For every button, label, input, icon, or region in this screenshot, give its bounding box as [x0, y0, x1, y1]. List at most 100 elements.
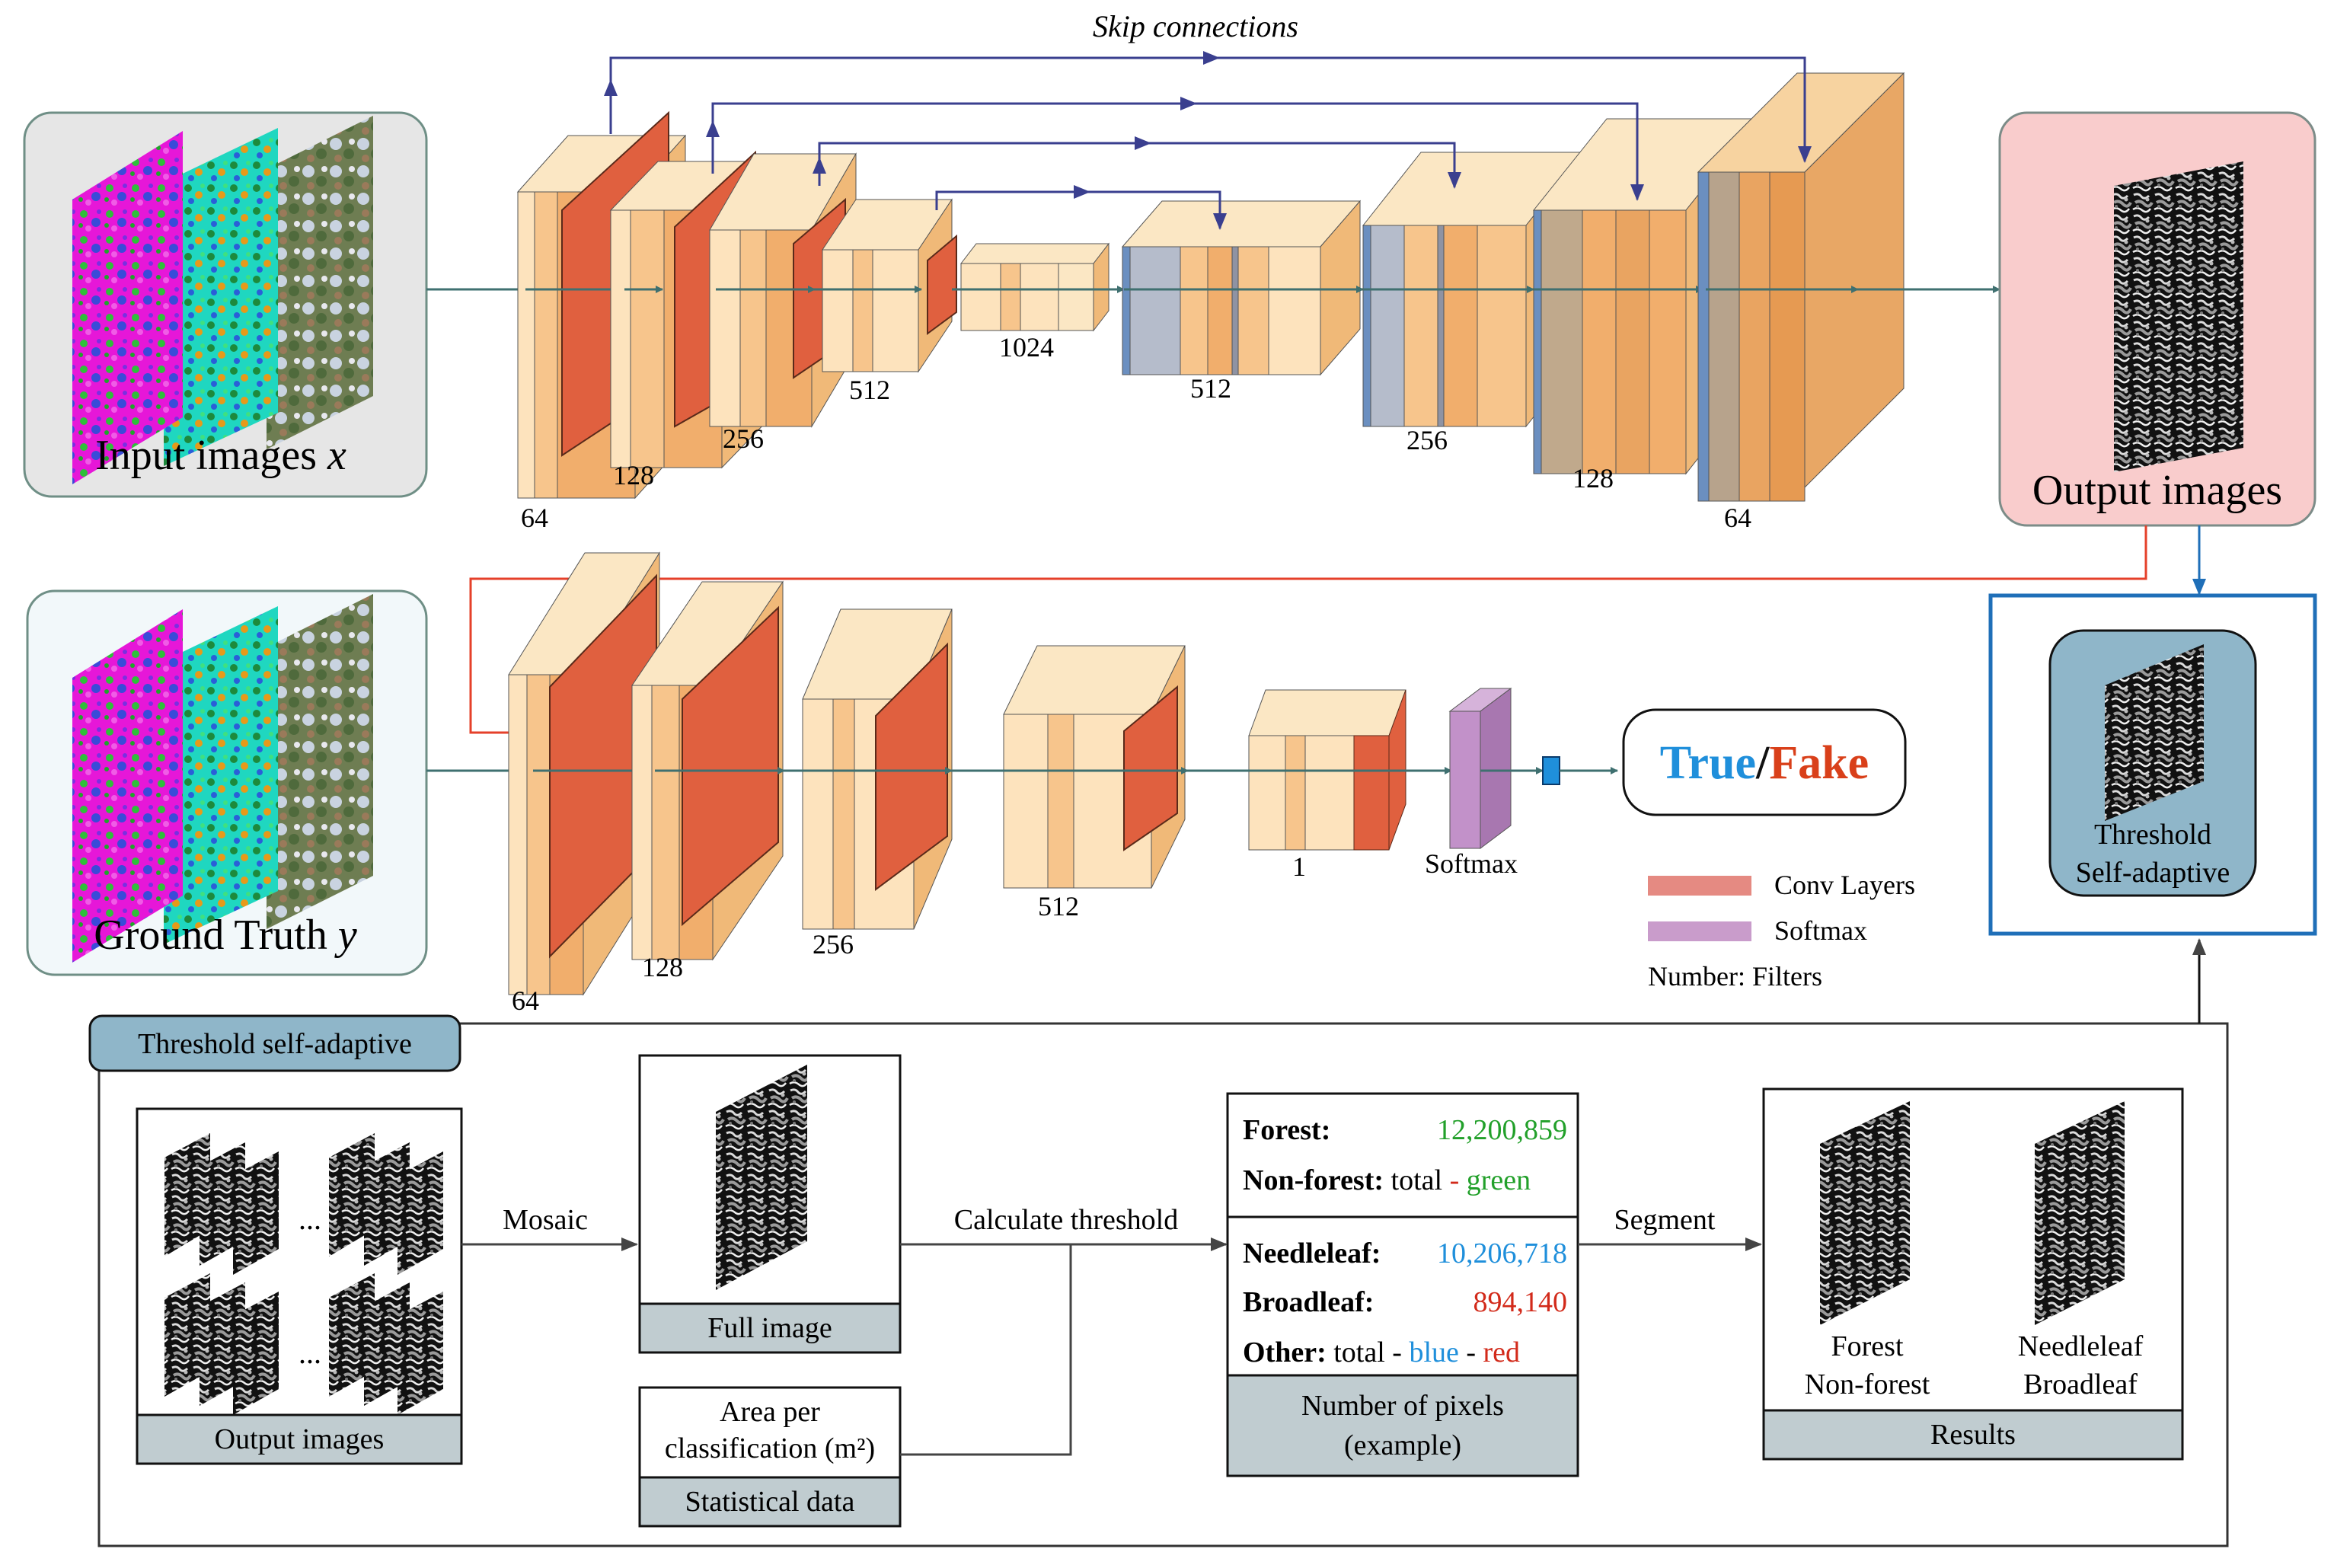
disc-layer-256-filter-count: 256 [813, 929, 854, 960]
ground-truth-image-rgb [267, 594, 373, 929]
disc-layer-1-slab-2 [1285, 735, 1306, 851]
decoder-layer-256-slab-1 [1370, 225, 1405, 427]
output-image [2114, 161, 2243, 472]
decoder-layer-256-blue-1 [1362, 225, 1371, 427]
encoder-layer-128-filter-count: 128 [613, 460, 654, 490]
needleleaf-label: Needleleaf: [1243, 1237, 1381, 1269]
results-panel: Forest Non-forest Needleleaf Broadleaf R… [1762, 1087, 2184, 1461]
pixels-caption-bg [1226, 1374, 1579, 1477]
legend: Conv Layers Softmax Number: Filters [1648, 870, 1915, 992]
encoder-layer-512-slab-2 [852, 249, 873, 372]
encoder-layer-128-slab-2 [630, 209, 665, 468]
result-forest-label: Forest [1831, 1330, 1904, 1362]
threshold-card-line2: Self-adaptive [2076, 857, 2230, 889]
legend-conv-label: Conv Layers [1774, 870, 1915, 900]
area-line-2: classification (m²) [665, 1432, 875, 1464]
needleleaf-value: 10,206,718 [1437, 1237, 1567, 1269]
encoder-layer-512-slab-1 [822, 249, 854, 372]
input-image-rgb [267, 116, 373, 449]
disc-layer-64: 64 [508, 551, 660, 1016]
input-image-stack [72, 116, 373, 484]
decoder-layer-512-slab-4 [1237, 246, 1269, 375]
result-image-forest [1820, 1101, 1910, 1325]
output-images-panel-caption: Output images [215, 1423, 385, 1455]
result-nonforest-label: Non-forest [1805, 1368, 1930, 1400]
bottleneck-layer-1024: 1024 [959, 242, 1110, 362]
legend-filters-note: Number: Filters [1648, 961, 1822, 992]
decoder-layer-64-slab-2 [1739, 171, 1770, 502]
decoder-layer-64-slab-3 [1769, 171, 1806, 502]
disc-layer-512-filter-count: 512 [1038, 891, 1079, 921]
decoder-layer-512-blue-1 [1122, 246, 1131, 375]
tile-thumb-1 [164, 1133, 210, 1257]
result-needleleaf-label: Needleleaf [2018, 1330, 2144, 1362]
statistical-data-caption-bg [638, 1476, 902, 1528]
disc-layer-1-filter-count: 1 [1292, 851, 1306, 882]
statistical-data-caption: Statistical data [685, 1486, 855, 1518]
pixels-caption-line-1: Number of pixels [1301, 1390, 1504, 1422]
tile-thumb-9 [233, 1292, 279, 1415]
tile-thumb-7 [164, 1273, 210, 1397]
disc-layer-512-conv [1123, 685, 1178, 851]
tile-thumb-12 [398, 1292, 443, 1415]
bottleneck-layer-1024-slab-4 [1058, 263, 1094, 331]
area-line-1: Area per [720, 1396, 820, 1428]
broadleaf-label: Broadleaf: [1243, 1286, 1374, 1318]
decoder-layer-128-slab-4 [1649, 209, 1687, 474]
tile-thumb-6 [398, 1151, 443, 1275]
ground-truth-image-magenta [72, 609, 183, 963]
disc-layer-64-filter-count: 64 [512, 985, 539, 1016]
true-fake-label: True/Fake [1660, 737, 1869, 789]
decoder-layer-64-slab-1 [1708, 171, 1740, 502]
encoder-layer-64-slab-2 [534, 191, 558, 499]
result-image-needleleaf [2035, 1101, 2125, 1325]
decoder-layer-512: 512 [1121, 200, 1362, 404]
bottleneck-layer-1024-slab-3 [1020, 263, 1059, 331]
decoder-layer-128-slab-1 [1541, 209, 1583, 474]
softmax-layer-side [1480, 688, 1512, 849]
decoder-layer-512-top [1121, 200, 1362, 247]
pipeline-title-tab [88, 1014, 461, 1072]
disc-layer-128-conv [682, 605, 779, 927]
softmax-layer: Softmax [1425, 688, 1518, 879]
generator-section: Input images x Skip connections 64 128 [23, 9, 2316, 533]
decoder-layer-512-filter-count: 512 [1190, 373, 1231, 404]
decoder-layer-256-slab-3 [1443, 225, 1478, 427]
tile-thumb-4 [329, 1133, 375, 1257]
bottleneck-layer-1024-slab-1 [960, 263, 1001, 331]
threshold-card-image [2105, 644, 2204, 821]
disc-layer-64-slab-1 [508, 674, 528, 995]
disc-layer-512: 512 [1003, 645, 1186, 921]
disc-layer-1-top [1248, 689, 1406, 736]
full-image-caption: Full image [707, 1312, 832, 1344]
disc-layer-1-slab-4 [1353, 735, 1390, 851]
pixels-panel: Forest: 12,200,859 Non-forest: total - g… [1226, 1092, 1579, 1477]
decoder-layer-256-slab-2 [1403, 225, 1438, 427]
disc-layer-1: 1 [1248, 689, 1406, 882]
input-image-cyan [164, 128, 278, 466]
decoder-layer-64: 64 [1697, 72, 1905, 533]
full-image-picture [716, 1065, 807, 1290]
discriminator-output-node [1542, 756, 1560, 785]
bottleneck-layer-1024-slab-2 [1000, 263, 1021, 331]
forest-value: 12,200,859 [1437, 1114, 1567, 1146]
encoder-layer-256-slab-2 [739, 229, 767, 427]
disc-layer-1-slab-3 [1304, 735, 1355, 851]
encoder-layer-512-slab-3 [872, 249, 919, 372]
encoder-layer-128-slab-1 [610, 209, 631, 468]
output-images-panel-caption-bg [136, 1413, 463, 1465]
results-caption: Results [1930, 1419, 2016, 1451]
output-images-label: Output images [2032, 467, 2282, 514]
encoder-layer-512-filter-count: 512 [849, 375, 890, 405]
decoder-layer-64-filter-count: 64 [1724, 503, 1751, 533]
decoder-layer-128-slab-3 [1615, 209, 1650, 474]
input-images-label: Input images x [95, 432, 346, 479]
stat-to-threshold-connector [900, 1244, 1072, 1456]
disc-layer-512-slab-2 [1047, 714, 1074, 889]
skip-connection-256 [818, 142, 1461, 189]
encoder-layer-64-filter-count: 64 [521, 503, 548, 533]
full-image-panel: Full image [638, 1054, 902, 1354]
threshold-card-line1: Threshold [2094, 819, 2211, 851]
decoder-layer-512-slab-3 [1207, 246, 1233, 375]
segment-label: Segment [1614, 1204, 1716, 1236]
